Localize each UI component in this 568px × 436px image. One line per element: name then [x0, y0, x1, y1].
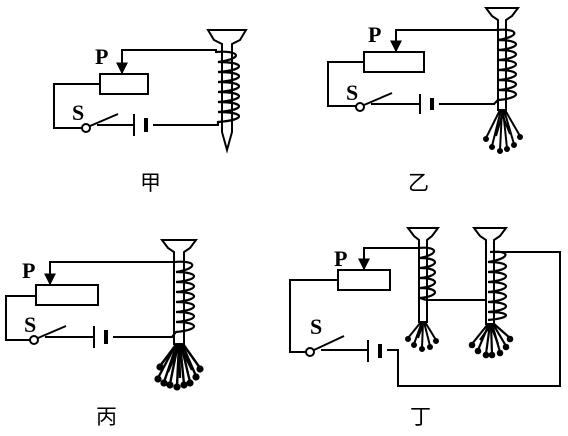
switch-pivot	[29, 335, 39, 345]
switch-label: S	[72, 100, 84, 125]
caption: 丙	[96, 405, 117, 429]
iron-filings-left	[405, 321, 439, 352]
iron-filings-right	[468, 323, 514, 359]
coil-right	[487, 250, 508, 322]
switch-blade	[89, 113, 119, 127]
screw-nail-left	[406, 227, 440, 323]
coil	[215, 50, 240, 125]
switch-pivot	[305, 347, 315, 357]
switch-pivot	[81, 123, 91, 133]
slider-label: P	[95, 44, 108, 69]
rheostat	[363, 51, 425, 73]
switch-blade	[363, 92, 393, 106]
coil	[493, 28, 518, 105]
slider-label: P	[368, 22, 381, 47]
caption: 甲	[140, 171, 161, 195]
panel-yi: P S 乙	[327, 7, 523, 195]
panel-jia: P S 甲	[53, 29, 248, 195]
switch-label: S	[310, 314, 322, 339]
switch-label: S	[24, 312, 36, 337]
caption: 乙	[408, 171, 429, 195]
switch-blade	[37, 325, 67, 339]
rheostat	[337, 269, 391, 291]
panel-bing: P S 丙	[5, 239, 204, 429]
switch-blade	[313, 335, 345, 351]
coil	[171, 260, 196, 338]
coil-left	[417, 246, 437, 302]
switch-label: S	[346, 80, 358, 105]
rheostat	[35, 284, 99, 306]
rheostat	[99, 73, 149, 95]
switch-pivot	[355, 102, 365, 112]
iron-filings	[483, 109, 523, 154]
panel-ding: P S 丁	[289, 227, 561, 429]
caption: 丁	[410, 405, 431, 429]
iron-filings	[154, 343, 204, 391]
slider-label: P	[22, 258, 35, 283]
slider-label: P	[334, 246, 347, 271]
